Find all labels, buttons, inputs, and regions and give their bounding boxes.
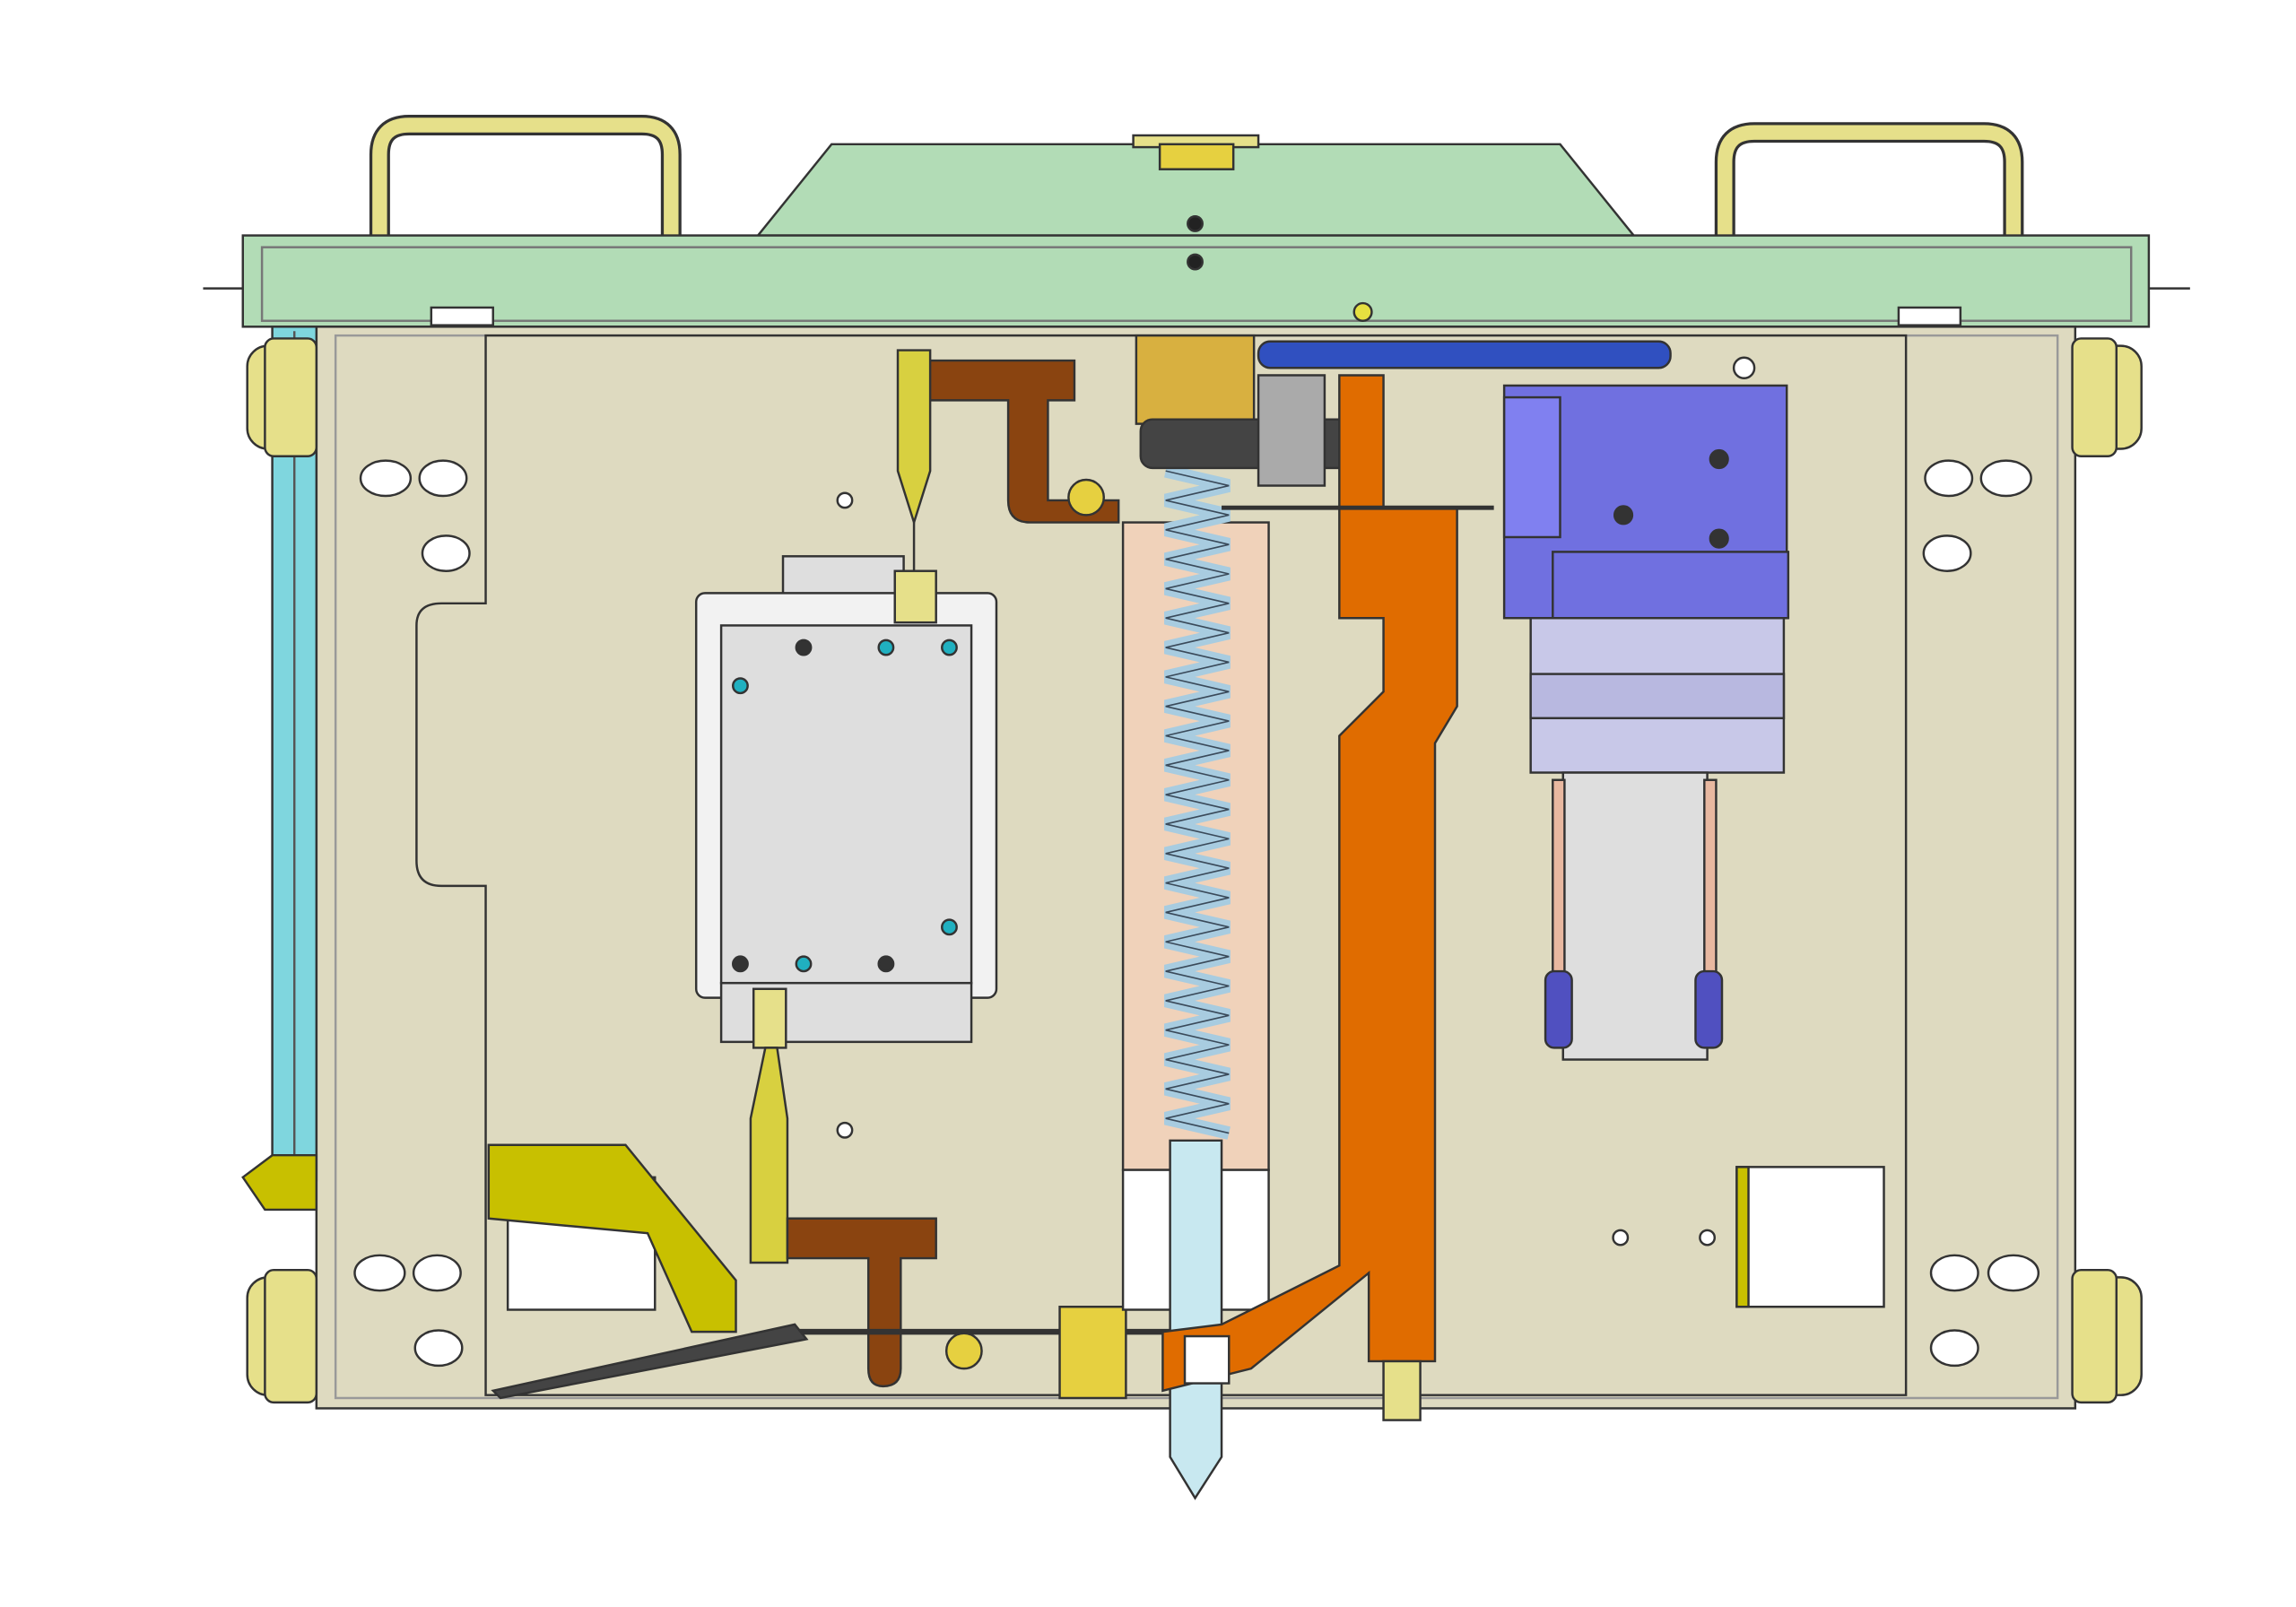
left-handle — [369, 114, 682, 236]
lower-bracket — [487, 1143, 737, 1333]
tension-spring — [491, 1323, 809, 1400]
lower-pin — [749, 1047, 789, 1264]
upper-link — [904, 359, 1120, 524]
upper-pin — [896, 349, 932, 526]
window-right — [1735, 1166, 1885, 1308]
spring-rod — [1169, 1139, 1223, 1500]
lower-link — [786, 1217, 937, 1388]
wheels — [246, 337, 2143, 1404]
mounting-holes — [353, 459, 2040, 1368]
right-handle — [1714, 122, 2024, 236]
motor-cylinder — [1561, 771, 1709, 1061]
chain — [1257, 340, 1672, 369]
top-bar — [241, 234, 2151, 328]
gear-housing — [1135, 334, 1256, 425]
